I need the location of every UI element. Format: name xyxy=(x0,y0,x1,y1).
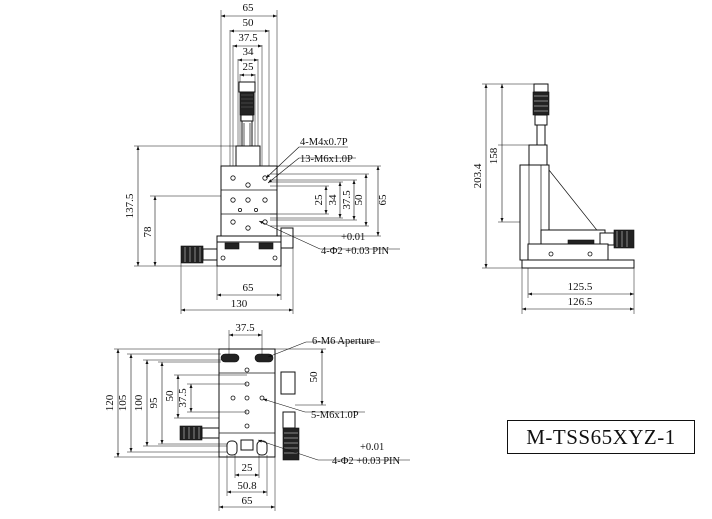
front-dim-37.5-right: 37.5 xyxy=(341,190,353,210)
top-callout-aperture: 6-M6 Aperture xyxy=(312,336,375,347)
side-dim-203.4: 203.4 xyxy=(472,163,484,188)
front-top-dimension-labels: 65 50 37.5 34 25 xyxy=(238,2,258,73)
top-bottom-extension-lines xyxy=(218,455,276,511)
top-dim-37.5-top: 37.5 xyxy=(235,322,255,334)
front-dim-37.5-top: 37.5 xyxy=(238,32,258,44)
top-view: 37.5 120 105 100 95 xyxy=(104,322,410,511)
front-dim-137.5: 137.5 xyxy=(124,193,136,218)
top-dim-50.8: 50.8 xyxy=(237,480,257,492)
front-left-dimension-labels: 137.5 78 xyxy=(124,193,154,237)
front-carriage-holes xyxy=(230,175,268,231)
front-top-dimension-lines xyxy=(221,14,277,77)
front-callouts: 4-M4x0.7P 13-M6x1.0P +0.01 4-Φ2 +0.03 PI… xyxy=(258,137,400,257)
front-side-lock xyxy=(280,227,294,249)
front-dim-25-right: 25 xyxy=(313,194,325,206)
front-right-extension-lines xyxy=(277,165,381,237)
front-left-dimension-lines xyxy=(136,146,157,266)
top-dim-95: 95 xyxy=(148,397,160,409)
front-bottom-dimension-lines xyxy=(181,293,293,312)
top-holes xyxy=(230,367,265,429)
front-bottom-extension-lines xyxy=(180,248,294,314)
side-y-micrometer xyxy=(599,229,635,249)
front-callout-m4: 4-M4x0.7P xyxy=(300,137,348,148)
front-callout-m6: 13-M6x1.0P xyxy=(300,154,353,165)
side-bottom-dimension-lines xyxy=(522,292,634,311)
front-dim-130: 130 xyxy=(231,298,248,310)
side-dim-125.5: 125.5 xyxy=(568,281,593,293)
side-left-dimension-lines xyxy=(484,84,504,268)
front-dim-65-right: 65 xyxy=(377,194,389,206)
top-left-dimension-labels: 120 105 100 95 50 37.5 xyxy=(104,388,189,411)
x-micrometer xyxy=(180,245,218,264)
top-dim-37.5-left: 37.5 xyxy=(177,388,189,408)
front-right-dimension-labels: 25 34 37.5 50 65 xyxy=(313,190,389,210)
front-right-dimension-lines xyxy=(324,166,380,236)
top-bottom-dimension-labels: 25 50.8 65 xyxy=(237,462,257,507)
side-column-top xyxy=(528,144,548,166)
top-dim-120: 120 xyxy=(104,394,116,411)
side-bottom-dimension-labels: 125.5 126.5 xyxy=(568,281,593,308)
top-dim-100: 100 xyxy=(133,394,145,411)
front-left-extension-lines xyxy=(134,145,236,267)
front-base-top xyxy=(216,235,282,243)
top-callouts: 6-M6 Aperture 5-M6x1.0P +0.01 4-Φ2 +0.03… xyxy=(257,336,410,467)
top-dim-105: 105 xyxy=(117,394,129,411)
front-dim-25-top: 25 xyxy=(243,61,255,73)
top-x-micrometer xyxy=(179,425,220,441)
front-view: 65 50 37.5 34 25 xyxy=(124,2,400,314)
front-dim-65-bottom: 65 xyxy=(243,282,255,294)
top-callout-pin: 4-Φ2 +0.03 PIN xyxy=(332,456,401,467)
front-dim-78: 78 xyxy=(142,226,154,238)
side-left-dimension-labels: 203.4 158 xyxy=(472,147,500,188)
top-left-dimension-lines xyxy=(116,349,193,457)
front-dim-50-top: 50 xyxy=(243,17,255,29)
side-lower-carriage xyxy=(527,243,609,261)
top-bottom-dimension-lines xyxy=(219,473,275,509)
model-title-box: M-TSS65XYZ-1 xyxy=(507,420,695,454)
top-callout-m6: 5-M6x1.0P xyxy=(311,410,359,421)
top-callout-pin-tol: +0.01 xyxy=(360,442,384,453)
top-dim-50: 50 xyxy=(164,390,176,402)
front-dim-50-right: 50 xyxy=(353,194,365,206)
top-dim-50-right: 50 xyxy=(308,371,320,383)
front-dim-34-right: 34 xyxy=(327,194,339,206)
front-callout-pin-tol: +0.01 xyxy=(341,232,365,243)
side-view: 203.4 158 125.5 126.5 xyxy=(472,83,635,314)
front-dim-65-top: 65 xyxy=(243,2,255,14)
side-dim-158: 158 xyxy=(488,147,500,164)
top-y-micrometer xyxy=(280,371,300,461)
side-base-plate xyxy=(521,259,635,269)
top-dim-65-bottom: 65 xyxy=(242,495,254,507)
top-left-extension-lines xyxy=(114,348,247,458)
z-bracket xyxy=(235,145,261,169)
front-base-detail xyxy=(220,242,278,261)
top-dim-25-bottom: 25 xyxy=(242,462,254,474)
front-bottom-dimension-labels: 65 130 xyxy=(231,282,254,310)
side-left-extension-lines xyxy=(482,83,534,269)
side-gusset xyxy=(548,165,601,235)
side-z-micrometer xyxy=(532,83,550,146)
front-dim-34-top: 34 xyxy=(243,46,255,58)
front-callout-pin: 4-Φ2 +0.03 PIN xyxy=(321,246,390,257)
side-dim-126.5: 126.5 xyxy=(568,296,593,308)
model-name: M-TSS65XYZ-1 xyxy=(526,424,676,449)
z-micrometer xyxy=(238,81,256,148)
